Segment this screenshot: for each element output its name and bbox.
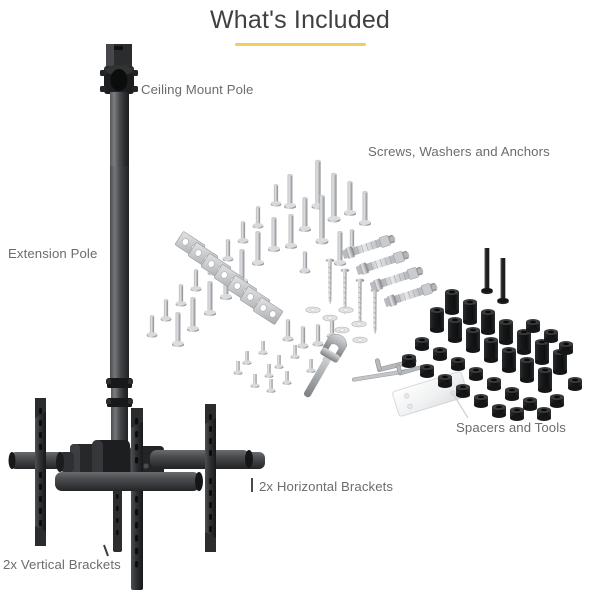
page-title: What's Included <box>209 6 391 34</box>
vertical-bracket-center <box>131 408 143 590</box>
horizontal-rail-right <box>150 450 250 468</box>
extension-pole-graphic <box>106 166 133 467</box>
vertical-bracket-left <box>35 398 46 546</box>
wrench-icon <box>303 333 347 398</box>
allen-key-small-icon <box>396 364 424 376</box>
screws-washers-anchors-graphic <box>146 159 440 393</box>
sleeve-anchors <box>340 232 440 309</box>
bracket-assembly-graphic <box>8 398 265 590</box>
label-horizontal-brackets: 2x Horizontal Brackets <box>259 479 394 494</box>
vertical-bracket-right <box>205 404 216 552</box>
horizontal-rail-front <box>55 472 200 491</box>
ceiling-mount-pole-graphic <box>100 44 138 170</box>
leader-line-vertical-brackets <box>103 544 109 557</box>
leader-line-spacers <box>451 391 469 419</box>
label-vertical-brackets: 2x Vertical Brackets <box>3 557 121 572</box>
label-spacers-and-tools: Spacers and Tools <box>456 420 566 435</box>
title-underline-accent <box>235 43 366 46</box>
label-screws-washers-anchors: Screws, Washers and Anchors <box>368 144 550 159</box>
label-extension-pole: Extension Pole <box>8 246 98 261</box>
label-ceiling-mount-pole: Ceiling Mount Pole <box>141 82 254 97</box>
